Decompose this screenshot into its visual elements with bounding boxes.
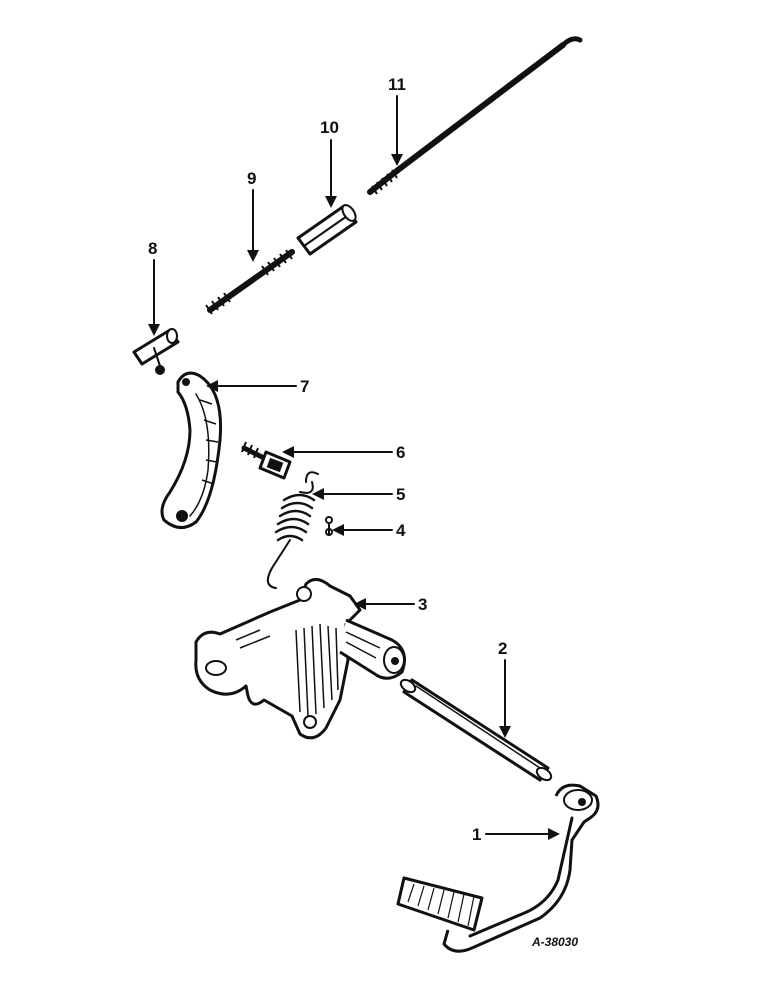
callout-8: 8	[148, 239, 157, 258]
reference-code: A-38030	[531, 935, 578, 949]
callout-7: 7	[300, 377, 309, 396]
callout-9: 9	[247, 169, 256, 188]
callout-5: 5	[396, 485, 405, 504]
callout-10: 10	[320, 118, 339, 137]
callout-11: 11	[388, 75, 406, 94]
part-10-coupling	[296, 204, 358, 256]
callout-1: 1	[472, 825, 481, 844]
leader-lines	[148, 95, 560, 840]
part-9-threaded-stud	[205, 249, 295, 315]
part-2-shaft	[399, 678, 553, 782]
part-11-long-rod	[367, 36, 583, 195]
part-7-lever-arm	[160, 371, 223, 529]
callout-labels: 11 10 9 8 7 6 5 4 3 2 1	[148, 75, 507, 844]
part-4-pin	[325, 516, 333, 536]
part-8-swivel	[132, 328, 180, 375]
part-5-spring	[266, 471, 319, 589]
callout-4: 4	[396, 521, 406, 540]
callout-3: 3	[418, 595, 427, 614]
callout-2: 2	[498, 639, 507, 658]
part-6-bolt	[241, 441, 292, 480]
callout-6: 6	[396, 443, 405, 462]
part-1-pedal	[396, 783, 600, 953]
part-3-bracket	[194, 578, 406, 740]
